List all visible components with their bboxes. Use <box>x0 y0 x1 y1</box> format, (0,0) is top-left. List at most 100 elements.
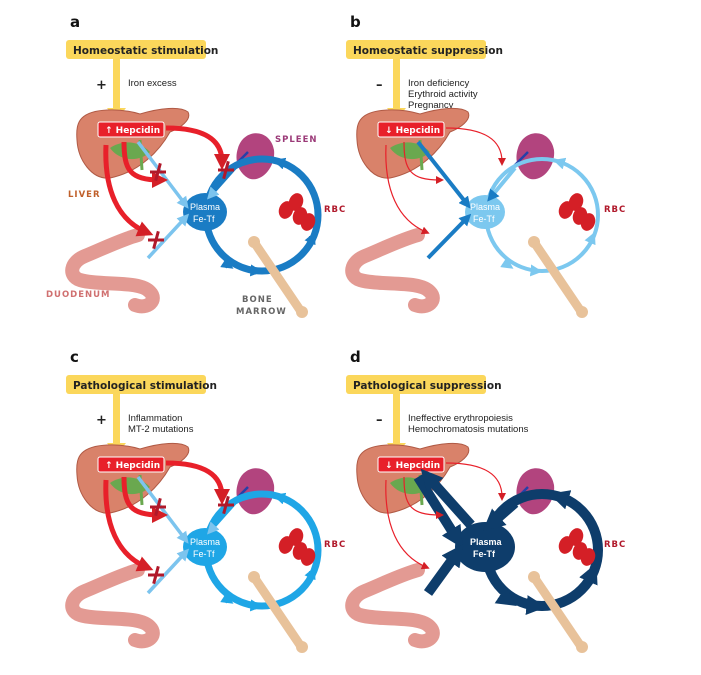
condition-label-box: Homeostatic stimulation <box>66 40 218 59</box>
liver-illustration <box>356 107 470 179</box>
hepcidin-box <box>377 456 445 473</box>
block-x-icon <box>148 230 164 250</box>
plasma-label: Fe-Tf <box>473 549 496 559</box>
plasma-label: Fe-Tf <box>473 214 495 224</box>
hepcidin-label: ↑ Hepcidin <box>105 126 160 136</box>
hepcidin-to-liver-arrow <box>403 141 444 184</box>
plasma-ellipse <box>183 193 227 231</box>
red-blood-cell <box>580 548 596 566</box>
red-blood-cell <box>580 213 596 231</box>
duodenal-absorption-arrow <box>426 213 472 260</box>
plasma-ellipse <box>465 195 505 229</box>
duodenum-illustration <box>345 563 440 649</box>
hepcidin-to-liver-arrow <box>121 476 168 523</box>
circulation-arrow <box>494 586 517 607</box>
condition-label-box: Pathological stimulation <box>66 375 217 394</box>
plasma-ellipse <box>455 522 515 572</box>
block-x-bar <box>154 162 162 182</box>
plasma-label: Fe-Tf <box>193 214 215 224</box>
spleen-export-arrow <box>207 166 237 200</box>
block-x-icon <box>218 495 234 515</box>
duodenal-absorption-arrow <box>146 213 190 260</box>
duodenum-illustration <box>65 228 160 314</box>
bone-end <box>248 236 260 248</box>
red-blood-cell <box>288 528 304 546</box>
rbc-cluster <box>558 193 596 231</box>
hepcidin-badge: ↓ Hepcidin <box>377 121 445 138</box>
cause-text: Hemochromatosis mutations <box>408 424 529 435</box>
red-blood-cell <box>568 528 584 546</box>
hepcidin-badge: ↓ Hepcidin <box>377 456 445 473</box>
condition-label: Pathological stimulation <box>73 380 217 392</box>
hepcidin-box <box>377 121 445 138</box>
rbc-label: RBC <box>324 540 346 550</box>
hepcidin-to-duodenum-arrow <box>385 479 430 570</box>
regulation-sign: – <box>376 78 383 93</box>
circulation-arrow <box>549 490 572 510</box>
stimulus-arrow-shaft <box>113 394 120 446</box>
block-x-bar <box>154 497 162 517</box>
panel-letter: a <box>70 13 80 31</box>
hepcidin-to-duodenum-arrow <box>103 144 154 237</box>
regulation-sign: + <box>96 413 107 428</box>
block-x-icon <box>148 565 164 585</box>
hepcidin-to-duodenum-arrow <box>385 144 430 235</box>
liver-uptake-arrow <box>420 468 475 529</box>
red-blood-cell <box>300 213 316 231</box>
plasma-label: Plasma <box>190 202 220 212</box>
red-blood-cell <box>288 193 304 211</box>
condition-box <box>66 375 206 394</box>
spleen-export-arrow <box>482 499 519 532</box>
plasma-label: Plasma <box>470 537 503 547</box>
plasma-label: Plasma <box>470 202 500 212</box>
circulation-arrow <box>272 492 287 505</box>
hepcidin-to-spleen-arrow <box>445 127 506 166</box>
bone-marrow-illustration <box>528 236 588 318</box>
duodenum-shape <box>65 228 160 314</box>
condition-box <box>66 40 206 59</box>
bone-end <box>576 641 588 653</box>
plasma-label: Fe-Tf <box>193 549 215 559</box>
regulation-sign: + <box>96 78 107 93</box>
rbc-cluster <box>278 193 316 231</box>
bone-marrow-illustration <box>528 571 588 653</box>
bone-end <box>296 641 308 653</box>
circulation-arrow <box>304 566 316 581</box>
hepcidin-to-spleen-arrow <box>445 462 506 501</box>
duodenum-shape <box>345 563 440 649</box>
rbc-cluster <box>278 528 316 566</box>
bone-marrow-illustration <box>248 571 308 653</box>
bone-end <box>528 236 540 248</box>
red-blood-cell <box>300 548 316 566</box>
cause-text: Iron deficiency <box>408 78 470 89</box>
panel-letter: d <box>350 348 361 366</box>
hepcidin-badge: ↑ Hepcidin <box>97 456 165 473</box>
stimulus-arrow-shaft <box>393 59 400 111</box>
cause-text: Ineffective erythropoiesis <box>408 413 513 424</box>
liver-export-arrow <box>416 140 471 209</box>
circulation-arrow <box>552 157 567 170</box>
duodenum-illustration <box>65 563 160 649</box>
hepcidin-badge: ↑ Hepcidin <box>97 121 165 138</box>
red-blood-cell <box>568 193 584 211</box>
block-x-icon <box>150 497 166 517</box>
hepcidin-label: ↓ Hepcidin <box>385 461 440 471</box>
cause-text: MT-2 mutations <box>128 424 194 435</box>
bone-shaft <box>531 240 585 315</box>
bone-marrow-label: MARROW <box>236 307 287 317</box>
bone-end <box>248 571 260 583</box>
hepcidin-label: ↑ Hepcidin <box>105 461 160 471</box>
spleen-export-arrow <box>207 501 237 535</box>
bone-marrow-illustration <box>248 236 308 318</box>
hepcidin-label: ↓ Hepcidin <box>385 126 440 136</box>
condition-label: Pathological suppression <box>353 380 502 392</box>
cause-text: Iron excess <box>128 78 177 89</box>
hepcidin-to-spleen-arrow <box>165 125 230 170</box>
